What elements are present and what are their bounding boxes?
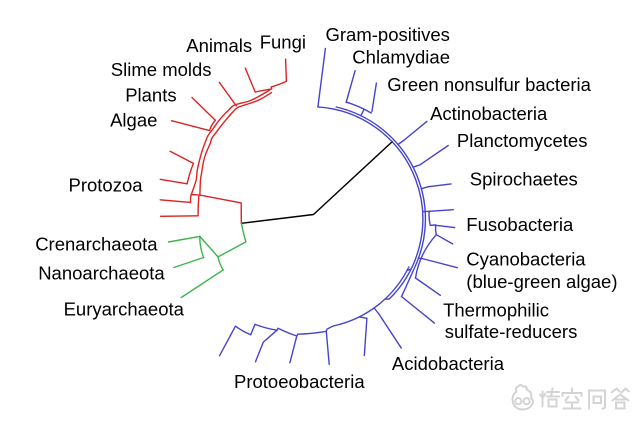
svg-text:Fungi: Fungi bbox=[260, 32, 306, 53]
svg-text:Algae: Algae bbox=[110, 110, 157, 131]
svg-text:Thermophilic: Thermophilic bbox=[443, 299, 549, 320]
svg-text:Actinobacteria: Actinobacteria bbox=[430, 103, 548, 124]
svg-text:Green nonsulfur bacteria: Green nonsulfur bacteria bbox=[387, 74, 591, 95]
svg-text:Chlamydiae: Chlamydiae bbox=[352, 46, 450, 67]
svg-text:Gram-positives: Gram-positives bbox=[326, 24, 450, 45]
svg-text:sulfate-reducers: sulfate-reducers bbox=[445, 321, 578, 342]
svg-text:Slime molds: Slime molds bbox=[111, 59, 212, 80]
svg-text:Planctomycetes: Planctomycetes bbox=[457, 130, 588, 151]
svg-text:Spirochaetes: Spirochaetes bbox=[470, 169, 578, 190]
svg-text:Euryarchaeota: Euryarchaeota bbox=[64, 298, 185, 319]
svg-text:Plants: Plants bbox=[125, 84, 176, 105]
svg-text:Acidobacteria: Acidobacteria bbox=[392, 353, 505, 374]
svg-text:Protozoa: Protozoa bbox=[69, 175, 144, 196]
svg-text:Animals: Animals bbox=[186, 35, 252, 56]
svg-text:Crenarchaeota: Crenarchaeota bbox=[35, 233, 158, 254]
svg-text:Nanoarchaeota: Nanoarchaeota bbox=[38, 263, 165, 284]
svg-text:Cyanobacteria: Cyanobacteria bbox=[466, 249, 586, 270]
svg-text:Protoeobacteria: Protoeobacteria bbox=[234, 371, 365, 392]
svg-text:Fusobacteria: Fusobacteria bbox=[466, 214, 574, 235]
svg-text:(blue-green algae): (blue-green algae) bbox=[466, 271, 617, 292]
